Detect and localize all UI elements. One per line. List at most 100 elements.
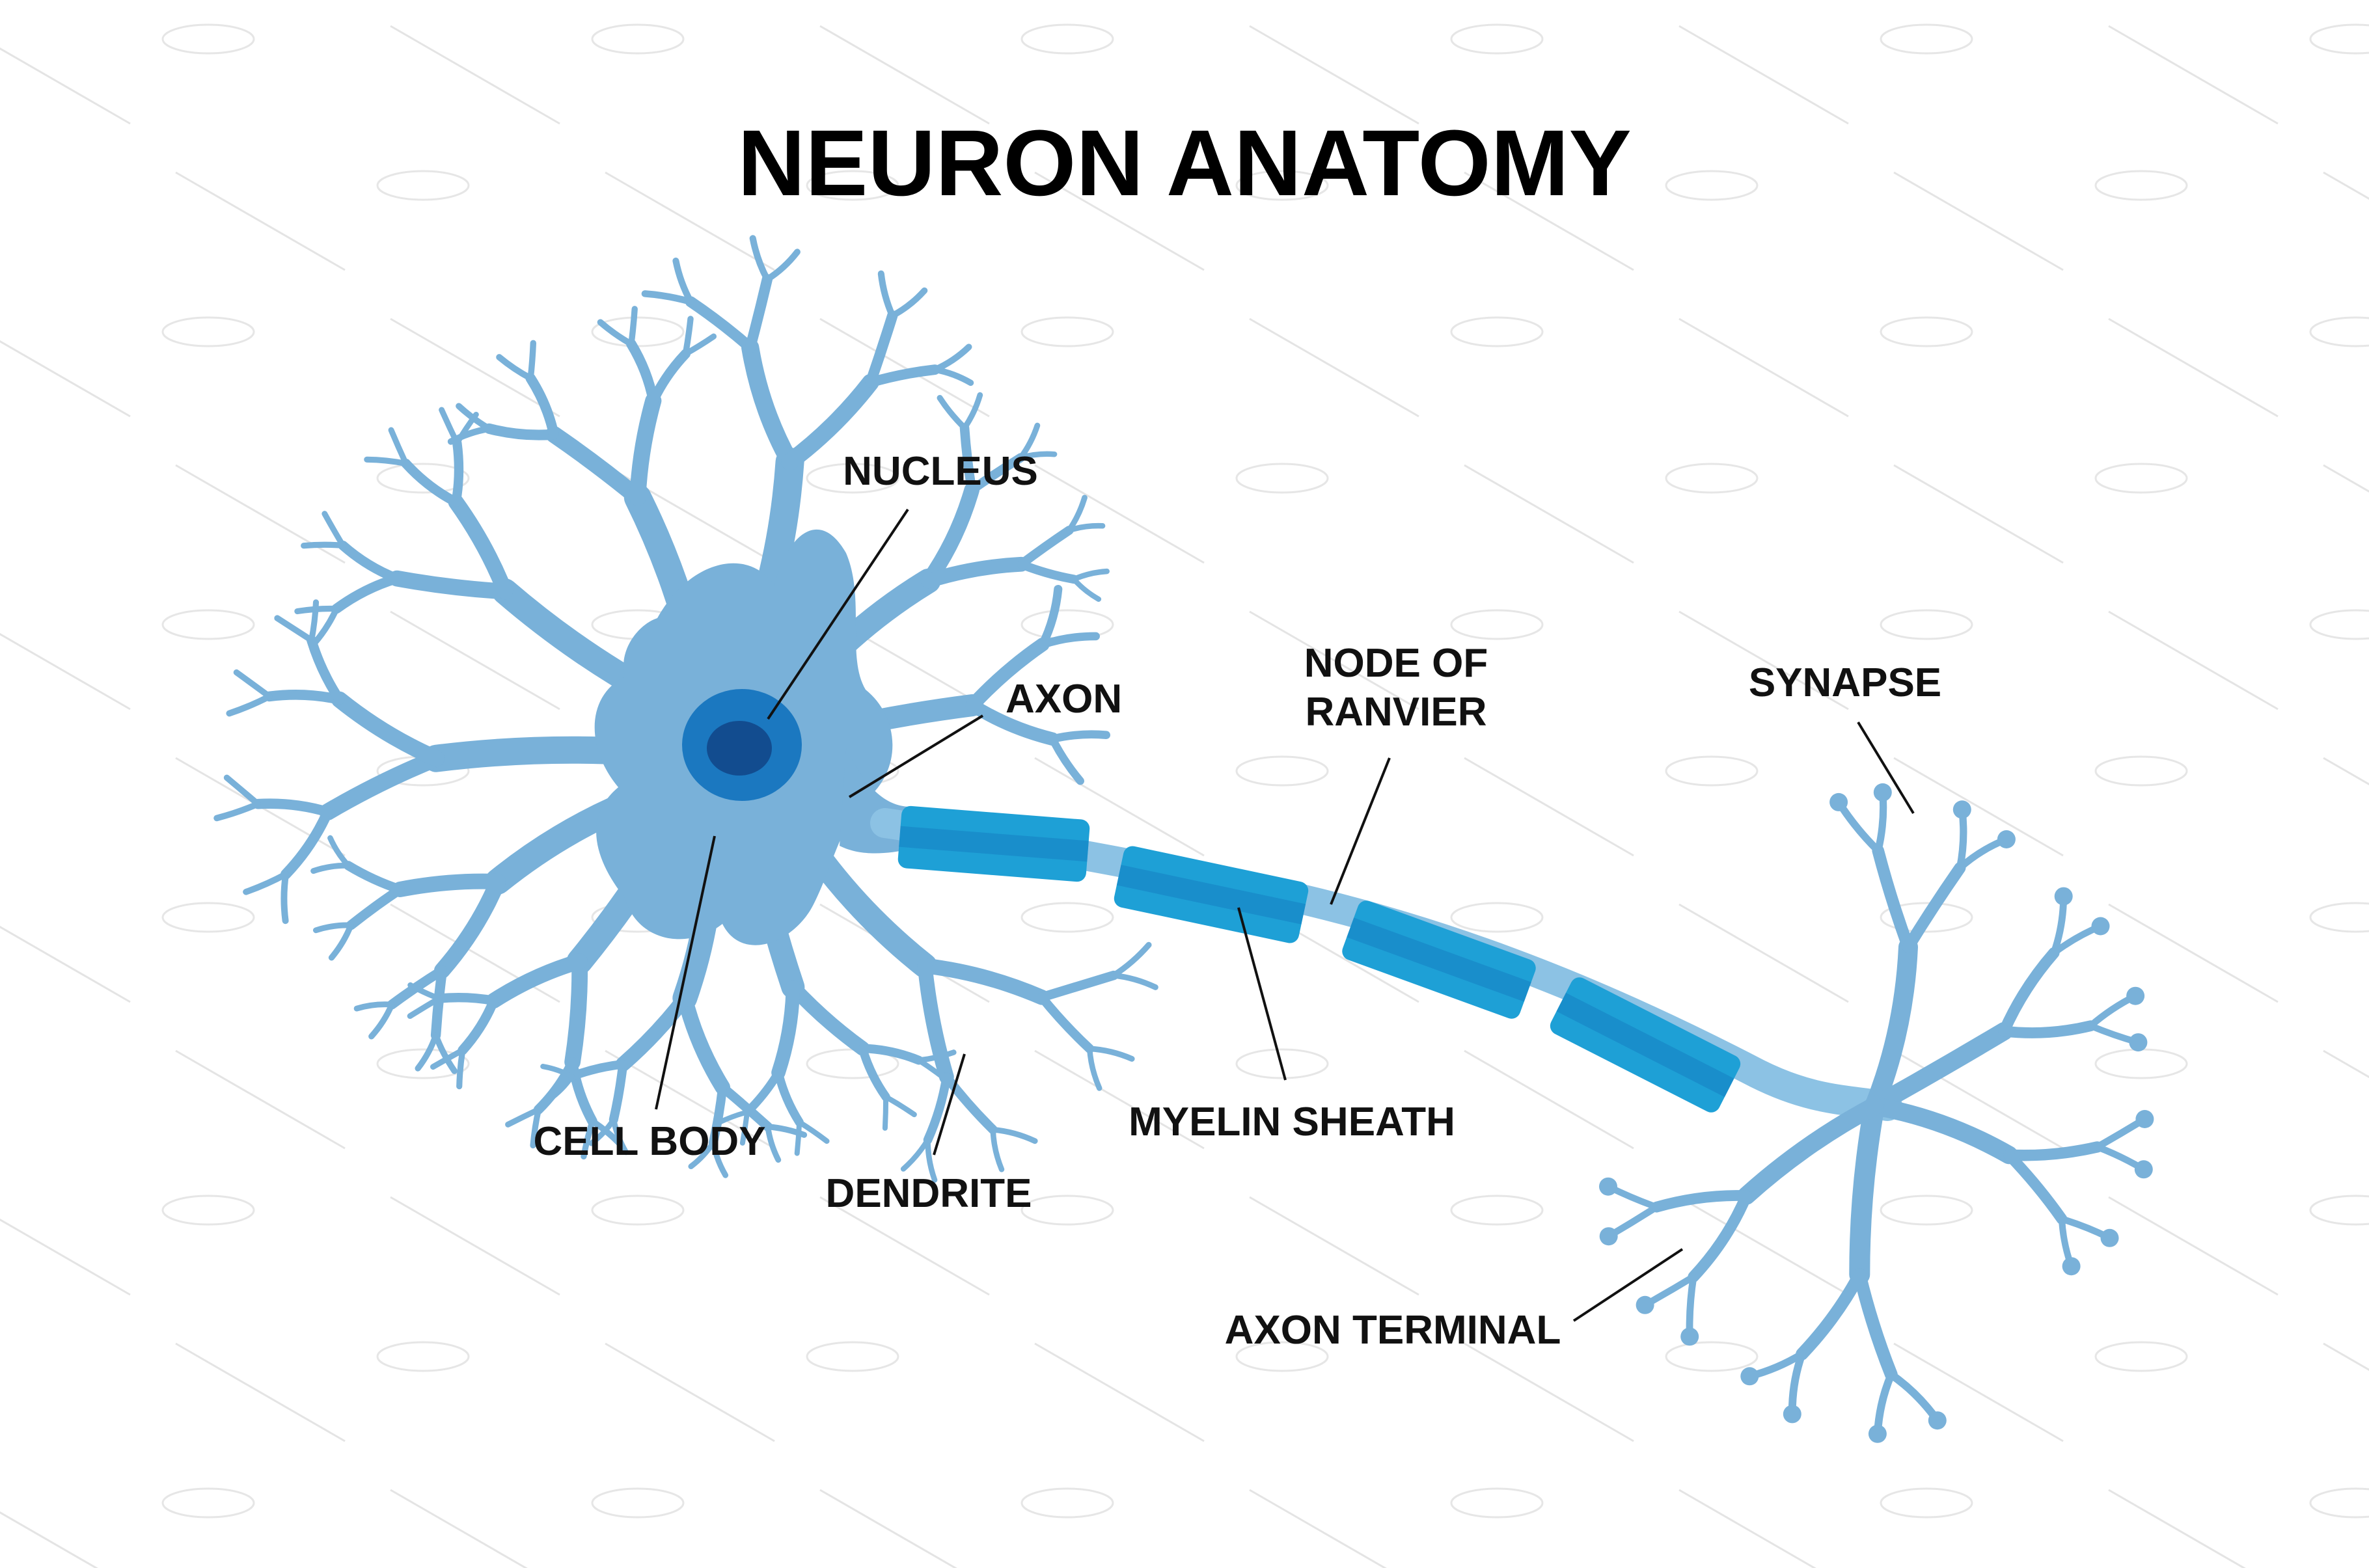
axon-terminal-branch	[2003, 1149, 2068, 1224]
watermark-stroke	[1893, 1342, 2064, 1442]
creative-market-watermark-icon	[1235, 755, 1329, 787]
synapse-bulb	[1740, 1367, 1759, 1386]
creative-market-watermark-icon	[1235, 1048, 1329, 1079]
watermark-stroke	[390, 610, 560, 710]
dendrite-branch	[327, 835, 351, 869]
dendrite-branch	[771, 980, 801, 1080]
axon-terminal-leader	[1572, 1248, 1684, 1322]
axon-terminal-branch	[1873, 1370, 1895, 1438]
watermark-stroke	[1464, 1342, 1634, 1442]
dendrite-branch	[581, 1118, 596, 1160]
label-node-of-ranvier-line1: NODE OF	[1304, 641, 1488, 686]
creative-market-watermark-icon	[1880, 1487, 1973, 1519]
myelin-segment	[1342, 900, 1536, 1019]
watermark-stroke	[2323, 757, 2369, 786]
dendrite-branch	[648, 349, 691, 406]
dendrite-branch	[609, 1059, 628, 1124]
label-node-of-ranvier-line2: RANVIER	[1305, 690, 1486, 735]
dendrite-branch	[1086, 1046, 1102, 1091]
dendrite-branch	[567, 1059, 628, 1081]
label-nucleus: NUCLEUS	[843, 449, 1038, 494]
dendrite-branch	[626, 338, 659, 406]
axon-terminal-branch	[1853, 1268, 1898, 1381]
creative-market-watermark-icon	[1880, 1195, 1973, 1226]
dendrite-branch	[307, 635, 345, 705]
watermark-stroke	[175, 171, 346, 271]
creative-market-watermark-icon	[2309, 1195, 2369, 1226]
watermark-pattern	[0, 23, 2369, 1568]
dendrite-branch	[213, 800, 262, 822]
dendrite-branch	[389, 570, 514, 600]
dendrite-branch	[629, 392, 662, 506]
dendrite-branch	[628, 306, 638, 347]
dendrite-branch	[1071, 568, 1110, 582]
synapse-bulb	[2135, 1110, 2154, 1128]
axon-terminal-branch	[1650, 1190, 1752, 1213]
creative-market-watermark-icon	[1235, 1341, 1329, 1372]
synapse-bulb	[1873, 783, 1892, 802]
creative-market-watermark-icon	[1020, 902, 1114, 933]
dendrite-branch	[253, 798, 333, 817]
dendrite-branch	[858, 1044, 924, 1065]
leader-lines	[655, 508, 1915, 1322]
dendrite-branch	[223, 774, 261, 807]
axon-leader	[848, 714, 984, 798]
dendrite-branch	[388, 427, 409, 466]
watermark-stroke	[1464, 757, 1634, 857]
dendrite-branch	[937, 395, 968, 431]
dendrite-branch	[1048, 730, 1110, 744]
dendrite-branch	[344, 861, 405, 895]
synapse-bulbs	[1599, 783, 2154, 1443]
creative-market-watermark-icon	[2309, 316, 2369, 347]
dendrite-branch	[685, 296, 756, 353]
dendrite-branch	[392, 873, 506, 897]
synapse-bulb	[2129, 1033, 2148, 1052]
dendrite-branch	[456, 1047, 466, 1090]
dendrite-branch	[961, 392, 983, 431]
creative-market-watermark-icon	[2094, 1341, 2188, 1372]
labels: NUCLEUS AXON NODE OF RANVIER SYNAPSE CEL…	[533, 449, 1941, 1353]
synapse-leader	[1857, 721, 1915, 815]
dendrite-branch	[346, 884, 405, 930]
creative-market-watermark-icon	[1020, 23, 1114, 55]
dendrite-branch	[401, 459, 461, 507]
watermark-stroke	[1249, 1196, 1419, 1296]
dendrite-branch	[1110, 941, 1152, 979]
synapse-bulb	[1868, 1424, 1887, 1443]
creative-market-watermark-icon	[591, 23, 685, 55]
dendrite-branch	[741, 338, 799, 471]
dendrite-branch	[310, 862, 351, 874]
watermark-stroke	[819, 25, 990, 125]
creative-market-watermark-icon	[161, 902, 255, 933]
dendrite-branch	[615, 990, 692, 1072]
creative-market-watermark-icon	[376, 463, 470, 494]
creative-market-watermark-icon	[1450, 23, 1544, 55]
creative-market-watermark-icon	[1450, 902, 1544, 933]
dendrite-branch	[717, 1109, 750, 1125]
dendrite-branch	[688, 1139, 717, 1170]
dendrite-branch	[883, 1094, 917, 1118]
creative-market-watermark-icon	[591, 1487, 685, 1519]
creative-market-watermark-icon	[2094, 1048, 2188, 1079]
creative-market-watermark-icon	[1450, 316, 1544, 347]
dendrite-branch	[533, 1057, 578, 1115]
label-dendrite: DENDRITE	[826, 1171, 1032, 1216]
creative-market-watermark-icon	[1880, 316, 1973, 347]
dendrite-branch	[1038, 584, 1063, 649]
watermark-stroke	[1249, 1489, 1388, 1568]
dendrite-branch	[959, 423, 977, 495]
dendrite-branch	[942, 1072, 998, 1135]
dendrite-branch	[546, 1074, 575, 1103]
dendrite-branch	[990, 1126, 1005, 1172]
watermark-stroke	[0, 1218, 131, 1296]
dendrite-branch	[786, 979, 870, 1056]
dendrite-branch	[745, 274, 773, 353]
dendrite-branch	[1037, 970, 1119, 1003]
watermark-stroke	[1678, 903, 1849, 1003]
watermark-stroke	[2108, 1196, 2279, 1296]
dendrite-leader	[933, 1053, 966, 1156]
dendrite-branch	[1110, 972, 1158, 990]
dendrite-branch	[364, 456, 409, 467]
dendrite-branch	[708, 1083, 728, 1148]
axon-terminal-branch	[1835, 798, 1882, 855]
